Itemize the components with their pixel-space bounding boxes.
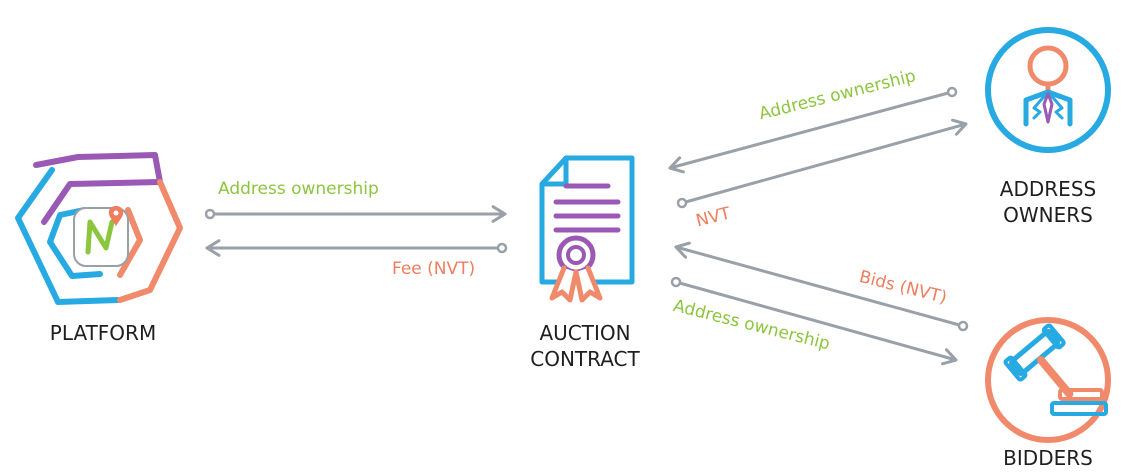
owners-label-line1: ADDRESS (999, 177, 1097, 201)
arrow-platform-to-auction (204, 205, 507, 223)
arrow-bidders-to-auction (674, 241, 969, 332)
business-person-icon (985, 27, 1111, 153)
auction-gavel-icon (985, 317, 1111, 443)
platform-label: PLATFORM (49, 321, 157, 345)
auction-label-line2: CONTRACT (530, 347, 640, 371)
arrow-owners-to-auction (668, 86, 958, 174)
auction-contract-label: AUCTION CONTRACT (500, 320, 670, 372)
address-owners-label: ADDRESS OWNERS (978, 176, 1118, 228)
arrow-auction-to-owners (676, 118, 968, 209)
edge-label-platform-to-auction: Address ownership (218, 179, 379, 199)
edge-label-auction-to-platform: Fee (NVT) (392, 259, 476, 279)
bidders-label: BIDDERS (1003, 446, 1093, 470)
auction-label-line1: AUCTION (539, 321, 631, 345)
arrow-auction-to-platform (205, 239, 508, 257)
owners-label-line2: OWNERS (1003, 203, 1093, 227)
edges-layer (204, 86, 969, 366)
platform-logo-icon (15, 152, 183, 305)
contract-certificate-icon (539, 155, 635, 303)
arrow-auction-to-bidders (670, 276, 958, 366)
